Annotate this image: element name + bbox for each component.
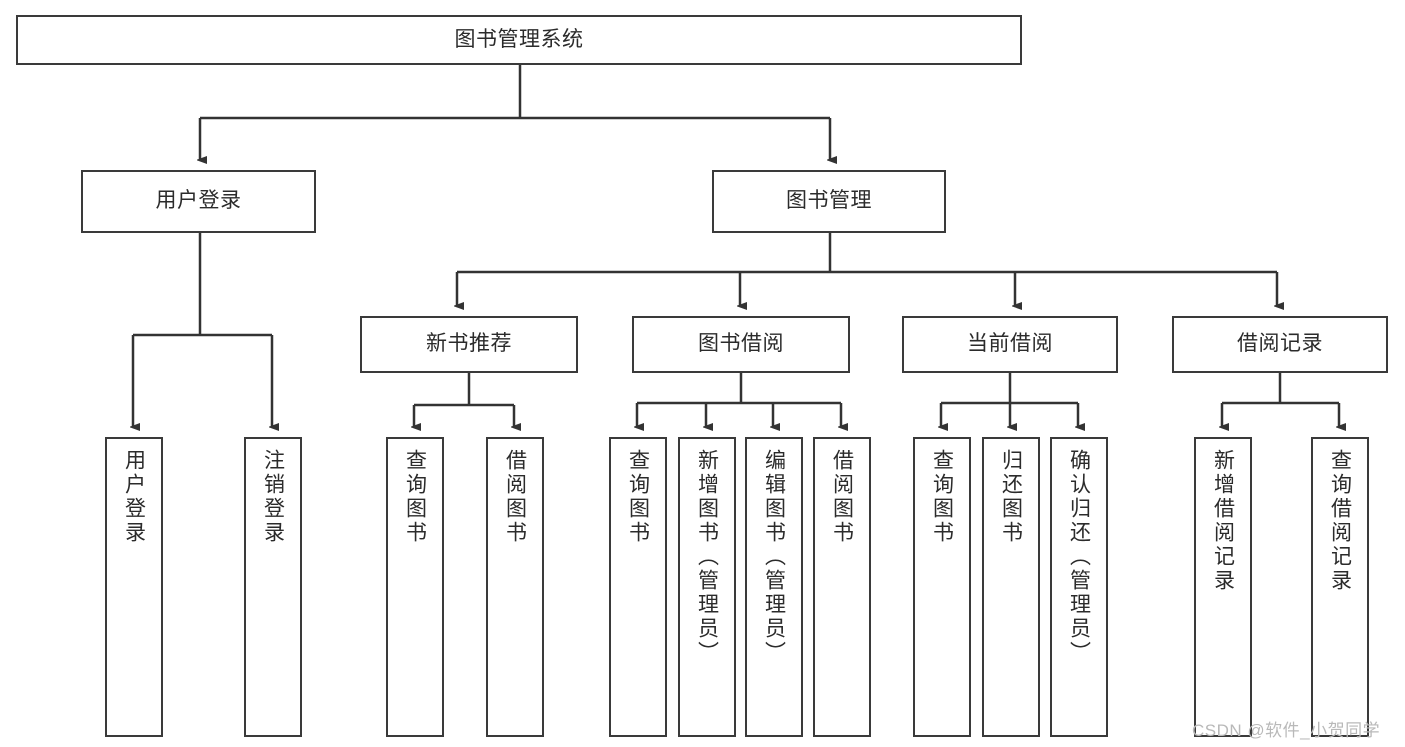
node-leaf-edit-book-label: 编辑图书（管理员） (762, 449, 786, 665)
node-user-login[interactable]: 用户登录 (81, 170, 316, 233)
node-leaf-user-login-label: 用户登录 (122, 449, 146, 545)
node-book-borrow-label: 图书借阅 (698, 332, 784, 356)
node-leaf-query-book-1[interactable]: 查询图书 (386, 437, 444, 737)
node-leaf-borrow-book-2[interactable]: 借阅图书 (813, 437, 871, 737)
node-leaf-user-login[interactable]: 用户登录 (105, 437, 163, 737)
node-leaf-confirm-return[interactable]: 确认归还（管理员） (1050, 437, 1108, 737)
node-leaf-add-book[interactable]: 新增图书（管理员） (678, 437, 736, 737)
node-leaf-confirm-return-label: 确认归还（管理员） (1067, 449, 1091, 665)
node-book-management-label: 图书管理 (786, 189, 872, 213)
node-leaf-borrow-book-1-label: 借阅图书 (503, 449, 527, 545)
node-leaf-edit-book[interactable]: 编辑图书（管理员） (745, 437, 803, 737)
node-leaf-logout-login[interactable]: 注销登录 (244, 437, 302, 737)
node-leaf-return-book-label: 归还图书 (999, 449, 1023, 545)
node-new-book-recommend-label: 新书推荐 (426, 332, 512, 356)
node-leaf-query-borrow-record[interactable]: 查询借阅记录 (1311, 437, 1369, 737)
node-leaf-query-borrow-record-label: 查询借阅记录 (1328, 449, 1352, 593)
node-current-borrow-label: 当前借阅 (967, 332, 1053, 356)
node-book-borrow[interactable]: 图书借阅 (632, 316, 850, 373)
node-leaf-borrow-book-2-label: 借阅图书 (830, 449, 854, 545)
node-leaf-logout-login-label: 注销登录 (261, 449, 285, 545)
node-new-book-recommend[interactable]: 新书推荐 (360, 316, 578, 373)
node-leaf-query-book-2-label: 查询图书 (626, 449, 650, 545)
node-leaf-add-borrow-record-label: 新增借阅记录 (1211, 449, 1235, 593)
node-book-management[interactable]: 图书管理 (712, 170, 946, 233)
node-current-borrow[interactable]: 当前借阅 (902, 316, 1118, 373)
node-leaf-query-book-1-label: 查询图书 (403, 449, 427, 545)
csdn-watermark: CSDN @软件_小贺同学 (1192, 721, 1381, 740)
node-borrow-record[interactable]: 借阅记录 (1172, 316, 1388, 373)
node-user-login-label: 用户登录 (155, 189, 242, 213)
node-leaf-query-book-3[interactable]: 查询图书 (913, 437, 971, 737)
node-root-system-label: 图书管理系统 (454, 27, 584, 51)
node-root-system[interactable]: 图书管理系统 (16, 15, 1022, 65)
node-leaf-add-borrow-record[interactable]: 新增借阅记录 (1194, 437, 1252, 737)
node-borrow-record-label: 借阅记录 (1237, 332, 1323, 356)
node-leaf-query-book-2[interactable]: 查询图书 (609, 437, 667, 737)
node-leaf-return-book[interactable]: 归还图书 (982, 437, 1040, 737)
node-leaf-borrow-book-1[interactable]: 借阅图书 (486, 437, 544, 737)
node-leaf-query-book-3-label: 查询图书 (930, 449, 954, 545)
node-leaf-add-book-label: 新增图书（管理员） (695, 449, 719, 665)
